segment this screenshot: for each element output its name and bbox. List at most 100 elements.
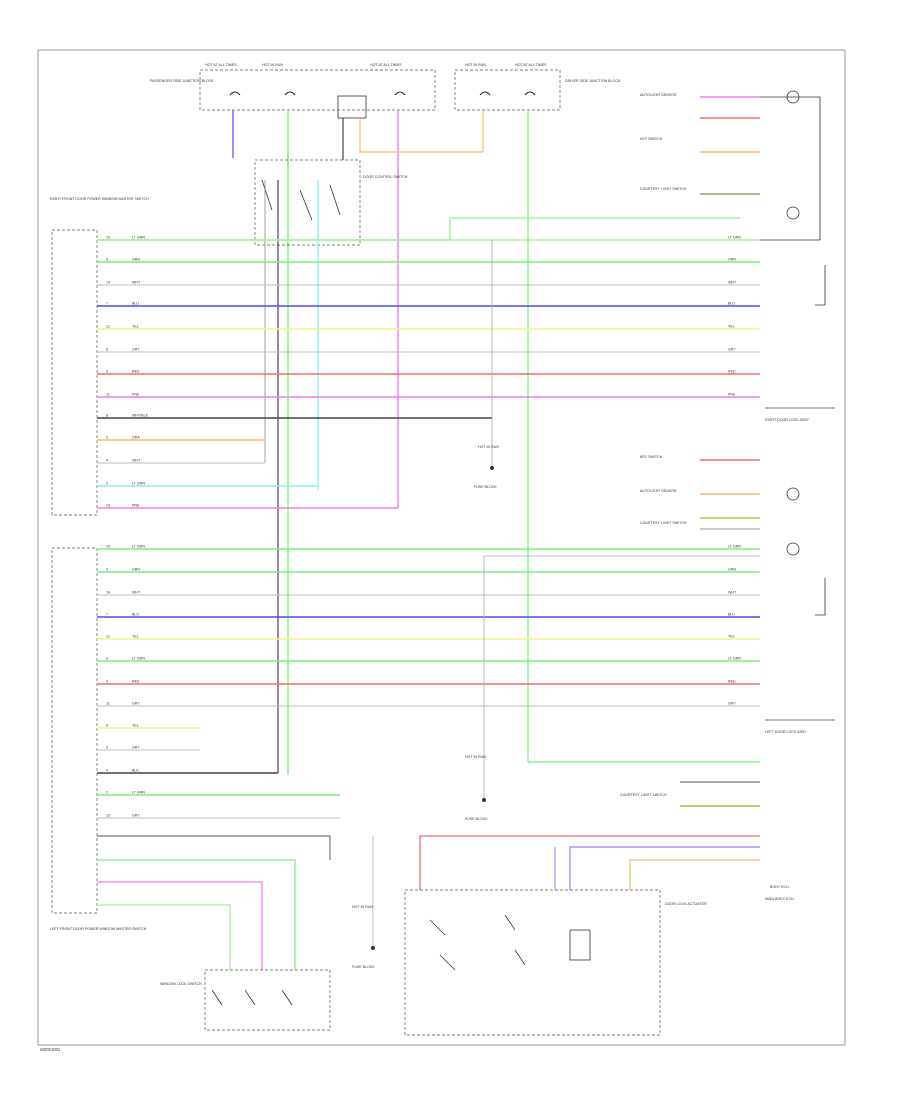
- pin-number: 3: [106, 746, 108, 750]
- pin-number: 5: [106, 258, 108, 262]
- fuse-label-5: HOT AT ALL TIMES: [515, 63, 547, 67]
- door-control-label: DOOR CONTROL SWITCH: [363, 175, 408, 179]
- switch-bracket: [815, 265, 826, 306]
- ground-icon: [482, 798, 486, 802]
- wire-code-label: WHT: [132, 281, 141, 285]
- wire-code-label: LT GRN: [132, 791, 145, 795]
- wire-code-label: RED: [728, 370, 736, 374]
- key-switch-label: KEY SWITCH: [640, 137, 663, 141]
- lamp-icon: [786, 542, 800, 556]
- pin-number: 14: [106, 281, 110, 285]
- fuse-label-4: HOT IN RUN: [465, 63, 486, 67]
- pin-number: 2: [106, 791, 108, 795]
- top-fuse-area: HOT AT ALL TIMES HOT IN RUN HOT AT ALL T…: [150, 63, 621, 119]
- courtesy-label: COURTESY LIGHT SWITCH: [640, 187, 687, 191]
- pin-number: 14: [106, 591, 110, 595]
- right-door-lock-label: RIGHT DOOR LOCK ASSY: [765, 418, 810, 422]
- pin-number: 10: [106, 236, 110, 240]
- wire-code-label: YEL: [728, 325, 735, 329]
- ground-label-1: HOT IN RUN: [478, 445, 499, 449]
- fuse-label-1: HOT AT ALL TIMES: [205, 63, 237, 67]
- key-switch-label-2: KEY SWITCH: [640, 455, 663, 459]
- pin-number: 6: [106, 348, 108, 352]
- wire-code-label: WHT: [132, 459, 141, 463]
- ground-icon: [490, 466, 494, 470]
- pin-number: 9: [106, 680, 108, 684]
- ground-label-6: FUSE BLOCK: [352, 965, 375, 969]
- fuse-label-2: HOT IN RUN: [262, 63, 283, 67]
- pin-number: 11: [106, 393, 110, 397]
- ground-bracket: [760, 96, 821, 241]
- right-components-middle: KEY SWITCH AUTOLIGHT SENSOR COURTESY LIG…: [640, 455, 835, 734]
- pin-number: 8: [106, 414, 108, 418]
- wire-code-label: BLK: [132, 769, 139, 773]
- wire-code-label: YEL: [132, 635, 139, 639]
- wire-code-label: PNK: [132, 504, 140, 508]
- wire-code-label: BLU: [132, 613, 139, 617]
- wire-code-label: LT GRN: [728, 545, 741, 549]
- wire-code-label: GRN: [728, 568, 736, 572]
- fuse-symbol-3: [394, 91, 406, 96]
- figure-id: W0001001: [40, 1047, 61, 1052]
- lower-module-label: LEFT FRONT DOOR POWER WINDOW MASTER SWIT…: [50, 927, 147, 931]
- wire-code-label: WHT: [132, 591, 141, 595]
- receiver-label: DRIVER SIDE JUNCTION BLOCK: [565, 79, 621, 83]
- wire-code-label: LT GRN: [728, 236, 741, 240]
- window-lock-switch: WINDOW LOCK SWITCH: [97, 835, 331, 1031]
- wire-code-label: GRY: [728, 702, 736, 706]
- fuse-symbol-2: [284, 91, 296, 96]
- door-lock-block-label: DOOR LOCK ACTUATOR: [665, 902, 707, 906]
- upper-module-label: RIGHT FRONT DOOR POWER WINDOW MASTER SWI…: [50, 197, 149, 201]
- pin-number: 13: [106, 814, 110, 818]
- wire-code-label: YEL: [728, 635, 735, 639]
- wire-code-label: RED: [132, 370, 140, 374]
- wire-code-label: LT GRN: [132, 482, 145, 486]
- wire-code-label: GRN: [132, 568, 140, 572]
- upper-left-module: [51, 229, 98, 516]
- wire-code-label: WHT: [728, 281, 737, 285]
- pin-number: 5: [106, 568, 108, 572]
- door-lock-control-switch: DOOR CONTROL SWITCH: [254, 159, 408, 773]
- lamp-icon: [786, 487, 800, 501]
- window-lock-label: WINDOW LOCK SWITCH: [160, 982, 202, 986]
- wire-code-label: RED: [132, 680, 140, 684]
- wire-code-label: GRY: [132, 746, 140, 750]
- fuse-symbol-1: [229, 91, 241, 96]
- wire-code-label: GRY: [132, 348, 140, 352]
- diagram-frame: [37, 49, 846, 1046]
- pin-number: 7: [106, 613, 108, 617]
- wire-code-label: GRY: [728, 348, 736, 352]
- pin-number: 9: [106, 370, 108, 374]
- lt-green-route: [97, 217, 740, 241]
- wire-code-label: LT GRN: [132, 545, 145, 549]
- wire-code-label: BLU: [132, 302, 139, 306]
- body-ecu-label: BODY ECU: [770, 885, 789, 889]
- pin-number: 12: [106, 635, 110, 639]
- wire-code-label: LT GRN: [728, 657, 741, 661]
- ground-icon: [371, 946, 375, 950]
- courtesy-label-3: COURTESY LIGHT SWITCH: [620, 793, 667, 797]
- wire-code-label: ORA: [132, 436, 140, 440]
- wire-code-label: PNK: [132, 393, 140, 397]
- wire-code-label: GRN: [728, 258, 736, 262]
- pin-number: 8: [106, 724, 108, 728]
- switch-bracket: [815, 578, 826, 616]
- fuse-label-3: HOT AT ALL TIMES: [370, 63, 402, 67]
- left-door-lock-label: LEFT DOOR LOCK ASSY: [765, 730, 807, 734]
- pin-number: 2: [106, 482, 108, 486]
- wire-code-label: GRY: [132, 814, 140, 818]
- relay-box: [337, 95, 367, 119]
- wire-code-label: PNK: [728, 393, 736, 397]
- wire-code-label: YEL: [132, 724, 139, 728]
- auto-light-label-2: AUTOLIGHT SENSOR: [640, 489, 677, 493]
- ground-label-2: FUSE BLOCK: [474, 485, 497, 489]
- wire-code-label: GRY: [132, 702, 140, 706]
- antenna-module-label: PASSENGER SIDE JUNCTION BLOCK: [150, 79, 214, 83]
- right-components-upper: AUTOLIGHT SENSOR KEY SWITCH COURTESY LIG…: [640, 90, 835, 422]
- pin-number: 3: [106, 436, 108, 440]
- ground-symbols: HOT IN RUN FUSE BLOCK HOT IN RUN FUSE BL…: [352, 240, 760, 969]
- wire-code-label: RED: [728, 680, 736, 684]
- fuse-symbol-5: [524, 91, 536, 96]
